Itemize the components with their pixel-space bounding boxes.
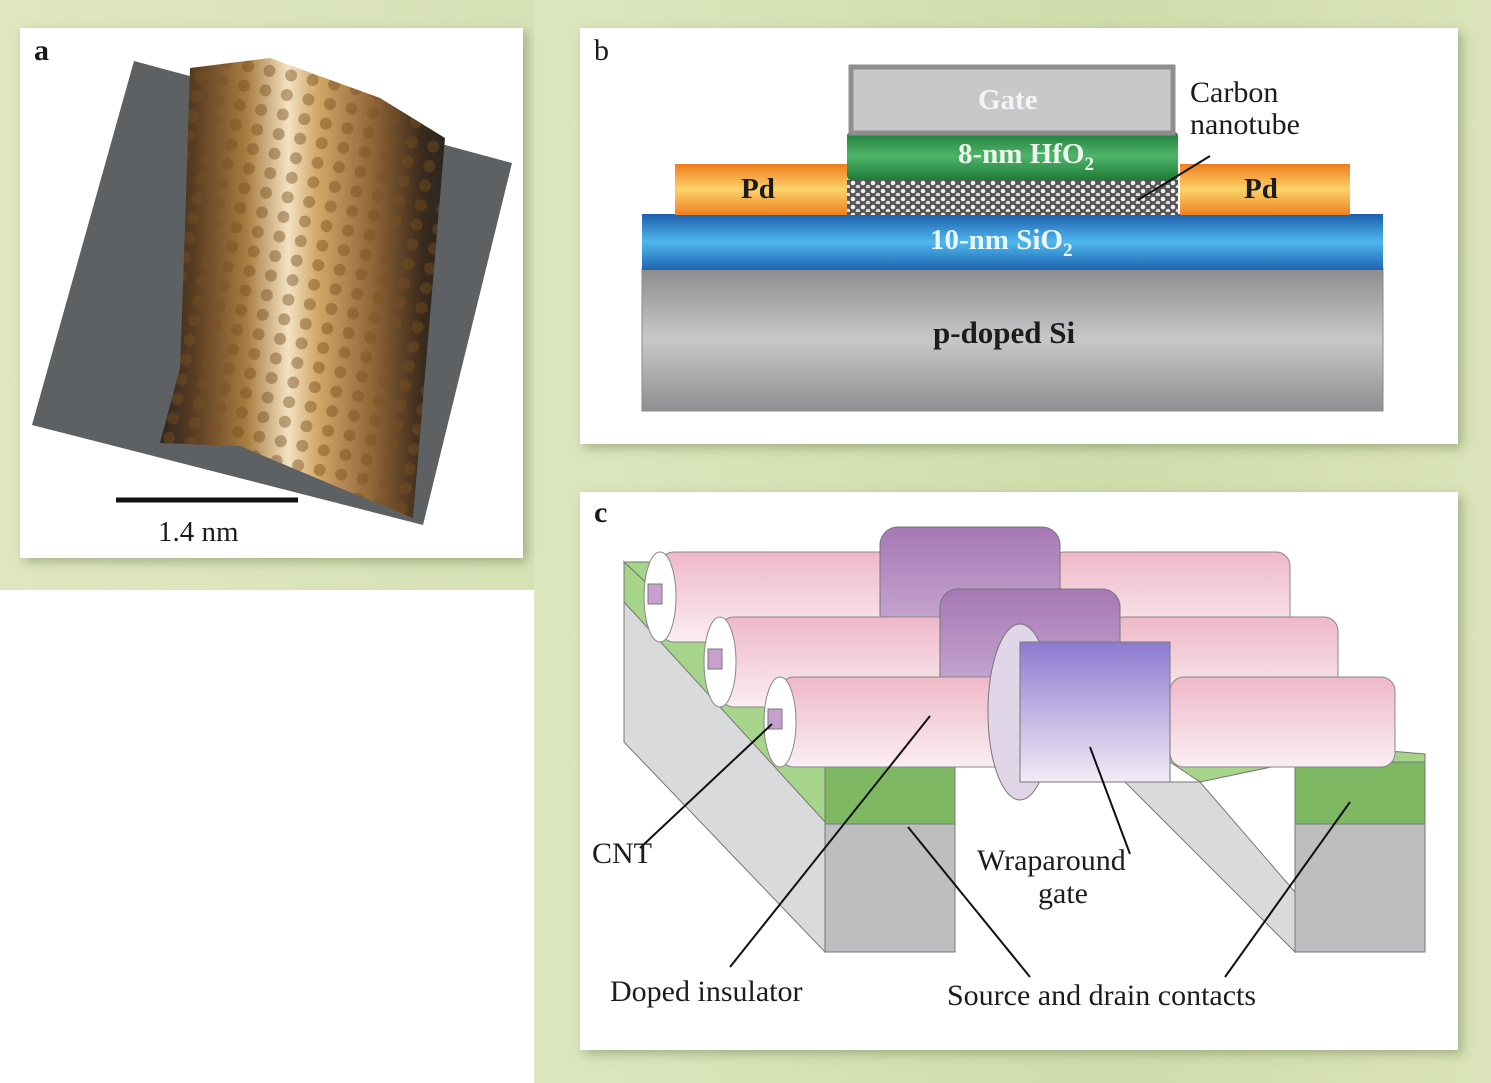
blank-area [0,590,534,1083]
panel-b: b Gate 8-nm HfO2 [580,28,1458,444]
panel-c-letter: c [594,496,608,529]
right-contact-front [1294,761,1426,825]
panel-c: c [580,492,1458,1050]
sio2-label: 10-nm SiO2 [930,224,1072,262]
sio2-text: 10-nm SiO [930,224,1063,256]
substrate-label: p-doped Si [933,315,1076,350]
sio2-subscript: 2 [1062,239,1073,261]
cnt-core-mid [707,648,723,670]
carbon-nanotube-layer [847,178,1178,215]
pd-left-label: Pd [741,173,775,205]
wraparound-gate-label-line2: gate [1038,877,1088,910]
left-base-front [824,823,956,953]
right-base-side [1123,781,1296,954]
substrate-layer [641,267,1384,412]
cnt-callout-line [639,723,773,849]
source-drain-contacts-label: Source and drain contacts [947,979,1257,1012]
panel-b-letter: b [594,34,609,67]
doped-insulator-label: Doped insulator [610,975,803,1008]
gate-electrode [848,64,1176,136]
mosfet-cross-section [641,64,1384,412]
hfo2-subscript: 2 [1084,153,1094,175]
stm-image [32,58,512,525]
hfo2-layer [847,132,1178,180]
scale-bar-label: 1.4 nm [158,516,239,548]
gate-callout-line [1089,746,1131,855]
nanotube-callout-line [1137,155,1211,201]
wraparound-gate-label-line1: Wraparound [977,844,1126,877]
cnt-core-back [647,583,663,605]
carbon-nanotube-label-line1: Carbon [1190,76,1279,109]
sio2-layer [642,214,1383,270]
cnt-label: CNT [592,837,652,870]
pd-right-label: Pd [1244,173,1278,205]
pd-right-contact [1180,164,1350,215]
panel-a-letter: a [34,34,49,67]
contact-right-callout-line [1224,801,1351,978]
cnt-fet-3d-diagram [622,526,1426,978]
carbon-nanotube-label-line2: nanotube [1190,108,1300,141]
insulator-tube-front-right [1169,676,1396,768]
insulator-callout-line [729,715,931,968]
hfo2-label: 8-nm HfO2 [958,138,1094,176]
contact-left-callout-line [907,826,1031,978]
pd-left-contact [675,164,847,215]
gate-label: Gate [978,84,1038,116]
panel-a: a 1.4 nm [20,28,523,558]
hfo2-text: 8-nm HfO [958,138,1085,170]
nanotube-lattice [160,58,445,518]
right-base-front [1294,823,1426,953]
